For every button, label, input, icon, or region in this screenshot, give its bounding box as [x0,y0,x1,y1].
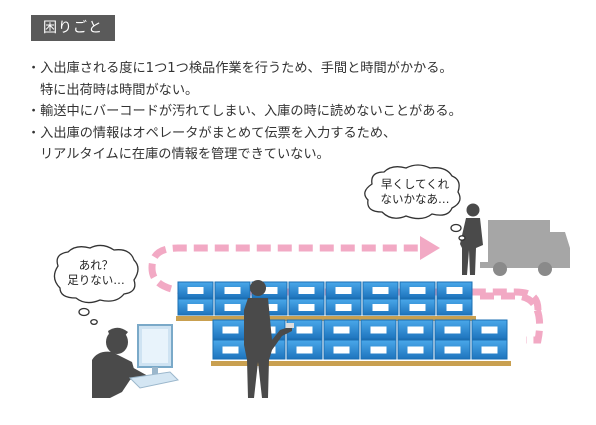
problem-item-1-cont: 特に出荷時は時間がない。 [40,82,199,98]
barcode-label [224,304,241,311]
barcode-label [298,287,315,294]
barcode-label [187,287,204,294]
barcode-label [335,304,352,311]
flow-arrow [148,244,542,311]
section-title: 困りごと [31,15,115,41]
barcode-label [261,304,278,311]
problem-item-1: ・入出庫される度に1つ1つ検品作業を行うため、手間と時間がかかる。 [27,61,453,76]
barcode-label [333,346,350,354]
driver-bubble-line-1: 早くしてくれ [380,177,450,191]
driver-silhouette [460,203,483,275]
flow-arrowhead [420,236,440,260]
barcode-label [444,346,461,354]
truck [480,220,570,276]
barcode-label [261,287,278,294]
driver-thought-bubble [364,164,466,241]
barcode-label [409,304,426,311]
barcode-label [446,287,463,294]
operator-bubble-line-2: 足りない… [67,273,125,287]
barcode-label [333,326,350,334]
barcode-label [407,346,424,354]
operator-bubble-line-1: あれ？ [78,258,114,272]
operator-bubble-text: あれ？ 足りない… [54,258,138,288]
problem-item-2: ・輸送中にバーコードが汚れてしまい、入庫の時に読めないことがある。 [27,104,462,119]
container-stack-back [176,281,476,321]
barcode-label [222,346,239,354]
driver-bubble-text: 早くしてくれ ないかなあ… [370,177,460,207]
pallet [176,316,476,321]
barcode-label [370,326,387,334]
barcode-label [372,287,389,294]
barcode-label [187,304,204,311]
barcode-label [296,346,313,354]
barcode-label [481,346,498,354]
driver-bubble-line-2: ないかなあ… [380,192,450,206]
operator-thought-bubble [53,244,139,326]
barcode-label [296,326,313,334]
pallet [211,361,511,366]
barcode-label [335,287,352,294]
computer-monitor [128,324,180,389]
barcode-label [224,287,241,294]
problem-item-3-cont: リアルタイムに在庫の情報を管理できていない。 [40,147,330,162]
flow-arrow-loop [480,292,544,344]
barcode-label [222,326,239,334]
barcode-label [444,326,461,334]
barcode-label [481,326,498,334]
barcode-label [407,326,424,334]
problem-list: ・入出庫される度に1つ1つ検品作業を行うため、手間と時間がかかる。 特に出荷時は… [27,58,462,166]
barcode-label [409,287,426,294]
worker-silhouette [244,280,294,398]
container-stack-front [211,319,511,366]
barcode-label [370,346,387,354]
barcode-label [446,304,463,311]
problem-item-3: ・入出庫の情報はオペレータがまとめて伝票を入力するため、 [27,125,397,141]
barcode-label [298,304,315,311]
barcode-label [372,304,389,311]
